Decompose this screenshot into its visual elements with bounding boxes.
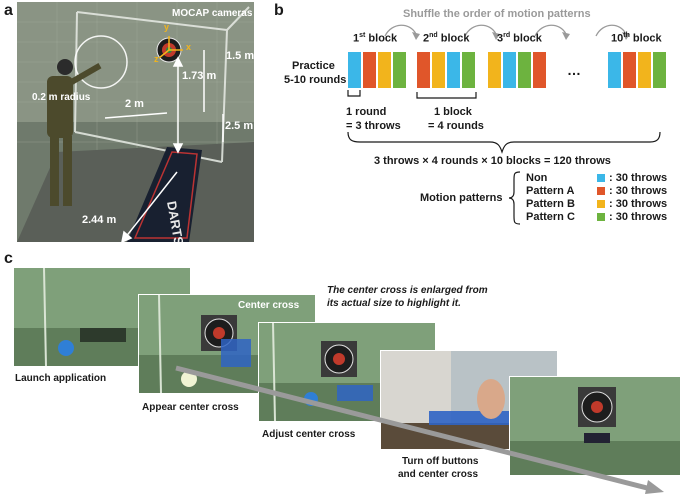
block-3-round-2 <box>503 52 516 88</box>
enlarged-note-line-1: The center cross is enlarged from <box>327 285 488 296</box>
legend-non-name: Non <box>526 172 548 184</box>
step-1-caption: Launch application <box>15 373 107 384</box>
legend-a-count: : 30 throws <box>597 185 667 197</box>
legend-a-name: Pattern A <box>526 185 575 197</box>
legend-a-swatch <box>597 187 605 195</box>
block-10-round-2 <box>623 52 636 88</box>
motion-patterns-label: Motion patterns <box>420 192 503 204</box>
legend-non-count: : 30 throws <box>597 172 667 184</box>
block-2-sup: nd <box>429 32 438 39</box>
block-brackets <box>347 90 661 154</box>
block-10-round-4 <box>653 52 666 88</box>
shuffle-label: Shuffle the order of motion patterns <box>403 8 591 20</box>
step-2-caption: Appear center cross <box>142 402 239 413</box>
total-throws-formula: 3 throws × 4 rounds × 10 blocks = 120 th… <box>374 155 611 167</box>
block-2-round-2 <box>432 52 445 88</box>
block-3-sup: rd <box>503 32 511 39</box>
legend-c-name: Pattern C <box>526 211 575 223</box>
step-4-caption-line-2: and center cross <box>398 469 479 480</box>
block-2-num: 2 <box>423 32 430 45</box>
legend-c-count: : 30 throws <box>597 211 667 223</box>
legend-non-swatch <box>597 174 605 182</box>
block-1-round-2 <box>363 52 376 88</box>
block-10-label: 10th block <box>611 32 662 45</box>
axis-x-label: x <box>186 42 192 52</box>
height-dimension-label: 1.73 m <box>182 70 217 82</box>
block-2-round-4 <box>462 52 475 88</box>
legend-b-swatch <box>597 200 605 208</box>
panel-b-letter: b <box>274 2 284 19</box>
block-3-round-3 <box>518 52 531 88</box>
step-5-screenshot <box>509 376 681 476</box>
legend-c-swatch <box>597 213 605 221</box>
block-1-num: 1 <box>353 32 360 45</box>
block-ellipsis: … <box>567 62 581 78</box>
block-3-round-1 <box>488 52 501 88</box>
block-1-sup: st <box>359 32 366 39</box>
block-1-round-1 <box>348 52 361 88</box>
center-cross-label: Center cross <box>238 300 300 311</box>
panel-a-letter: a <box>4 2 13 19</box>
axis-z-label: z <box>154 54 159 64</box>
block-1-round-3 <box>378 52 391 88</box>
block-2-label: 2nd block <box>423 32 469 45</box>
right-bottom-dimension-label: 2.5 m <box>225 120 254 132</box>
legend-brace <box>508 171 521 225</box>
block-1-label: 1st block <box>353 32 397 45</box>
floor-dimension-label: 2.44 m <box>82 214 117 226</box>
enlarged-note-line-2: its actual size to highlight it. <box>327 298 461 309</box>
step-5-scene <box>510 377 680 475</box>
practice-label: Practice <box>292 60 335 72</box>
block-2-round-1 <box>417 52 430 88</box>
block-1-round-4 <box>393 52 406 88</box>
legend-b-count: : 30 throws <box>597 198 667 210</box>
block-1-word: block <box>365 32 398 45</box>
block-10-round-1 <box>608 52 621 88</box>
axis-y-label: y <box>164 22 170 32</box>
block-3-word: block <box>510 32 542 45</box>
legend-b-count-text: : 30 throws <box>609 198 668 210</box>
depth-dimension-label: 2 m <box>125 98 144 110</box>
block-3-round-4 <box>533 52 546 88</box>
block-10-round-3 <box>638 52 651 88</box>
mocap-cameras-label: MOCAP cameras <box>172 8 253 19</box>
block-3-label: 3rd block <box>497 32 542 45</box>
step-3-caption: Adjust center cross <box>262 429 356 440</box>
legend-b-name: Pattern B <box>526 198 575 210</box>
block-2-word: block <box>437 32 470 45</box>
right-top-dimension-label: 1.5 m <box>226 50 255 62</box>
round-note-line-1: 1 round <box>346 106 387 118</box>
block-note-line-1: 1 block <box>434 106 472 118</box>
mocap-room-illustration: DARTSLIVE2 <box>17 2 254 242</box>
block-10-num: 10 <box>611 32 624 45</box>
practice-rounds-label: 5-10 rounds <box>284 74 347 86</box>
mocap-room-photo: DARTSLIVE2 <box>17 2 254 242</box>
legend-a-count-text: : 30 throws <box>609 185 668 197</box>
block-3-num: 3 <box>497 32 504 45</box>
block-note-line-2: = 4 rounds <box>428 120 484 132</box>
step-4-caption-line-1: Turn off buttons <box>402 456 479 467</box>
block-10-word: block <box>629 32 662 45</box>
block-2-round-3 <box>447 52 460 88</box>
round-note-line-2: = 3 throws <box>346 120 401 132</box>
legend-non-count-text: : 30 throws <box>609 172 668 184</box>
block-10-sup: th <box>623 32 630 39</box>
legend-c-count-text: : 30 throws <box>609 211 668 223</box>
radius-label: 0.2 m radius <box>32 92 91 103</box>
shuffle-arrows <box>384 24 630 40</box>
panel-c-letter: c <box>4 250 13 267</box>
